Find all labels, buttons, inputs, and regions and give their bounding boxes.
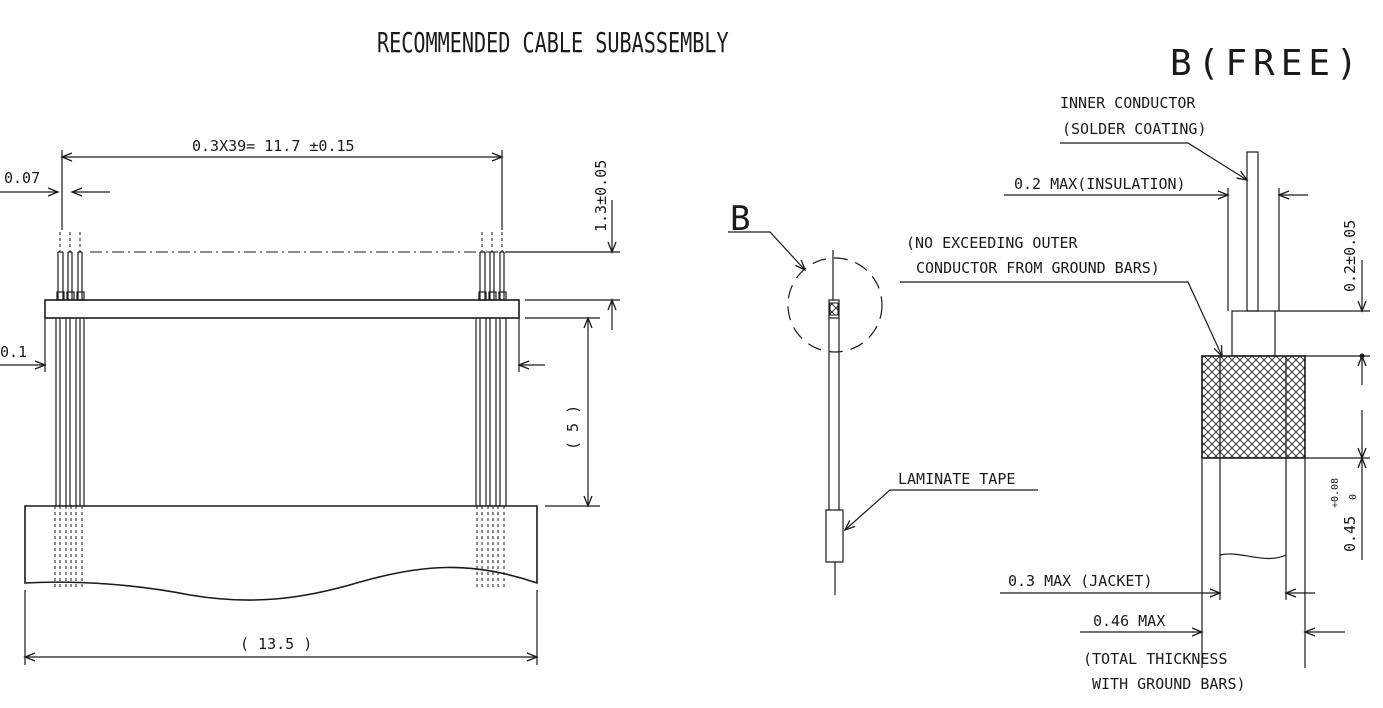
laminate-label: LAMINATE TAPE — [898, 470, 1015, 488]
detail-callout-letter: B — [730, 199, 750, 239]
width-dim: ( 13.5 ) — [240, 635, 312, 653]
inner-conductor-label-1: INNER CONDUCTOR — [1060, 94, 1196, 112]
edge-dim: 0.1 — [0, 343, 27, 361]
right-wire-group — [475, 232, 507, 590]
total-max-dim: 0.46 MAX — [1093, 612, 1165, 630]
inner-conductor — [1246, 151, 1259, 312]
wire-width-dim: 0.07 — [4, 169, 40, 187]
ground-bar — [44, 299, 520, 319]
jacket-dim: 0.3 MAX (JACKET) — [1008, 572, 1153, 590]
cable-body — [24, 505, 538, 601]
left-wire-group — [54, 232, 85, 590]
dim-0-45: 0.45 — [1341, 516, 1359, 552]
page-title: RECOMMENDED CABLE SUBASSEMBLY — [377, 26, 729, 59]
front-view: 0.3X39= 11.7 ±0.15 0.07 0.1 1.3±0.05 ( 5… — [0, 137, 620, 665]
tol-lower: 0 — [1348, 494, 1359, 500]
total-note-1: (TOTAL THICKNESS — [1083, 650, 1228, 668]
dim-0-2: 0.2±0.05 — [1341, 220, 1359, 292]
insulation-dim: 0.2 MAX(INSULATION) — [1014, 175, 1186, 193]
insulation — [1231, 310, 1276, 357]
note-line-2: CONDUCTOR FROM GROUND BARS) — [916, 259, 1160, 277]
inner-conductor-label-2: (SOLDER COATING) — [1062, 120, 1207, 138]
total-note-2: WITH GROUND BARS) — [1092, 675, 1246, 693]
tol-upper: +0.08 — [1330, 478, 1341, 508]
ground-bar-section — [1201, 355, 1306, 459]
detail-title: B(FREE) — [1170, 43, 1364, 84]
detail-view: INNER CONDUCTOR (SOLDER COATING) 0.2 MAX… — [900, 94, 1370, 693]
length-dim: ( 5 ) — [564, 405, 582, 450]
side-view: B LAMINATE TAPE — [728, 199, 1038, 595]
note-line-1: (NO EXCEEDING OUTER — [906, 234, 1079, 252]
pitch-dimension: 0.3X39= 11.7 ±0.15 — [192, 137, 355, 155]
protrusion-dim: 1.3±0.05 — [592, 160, 610, 232]
